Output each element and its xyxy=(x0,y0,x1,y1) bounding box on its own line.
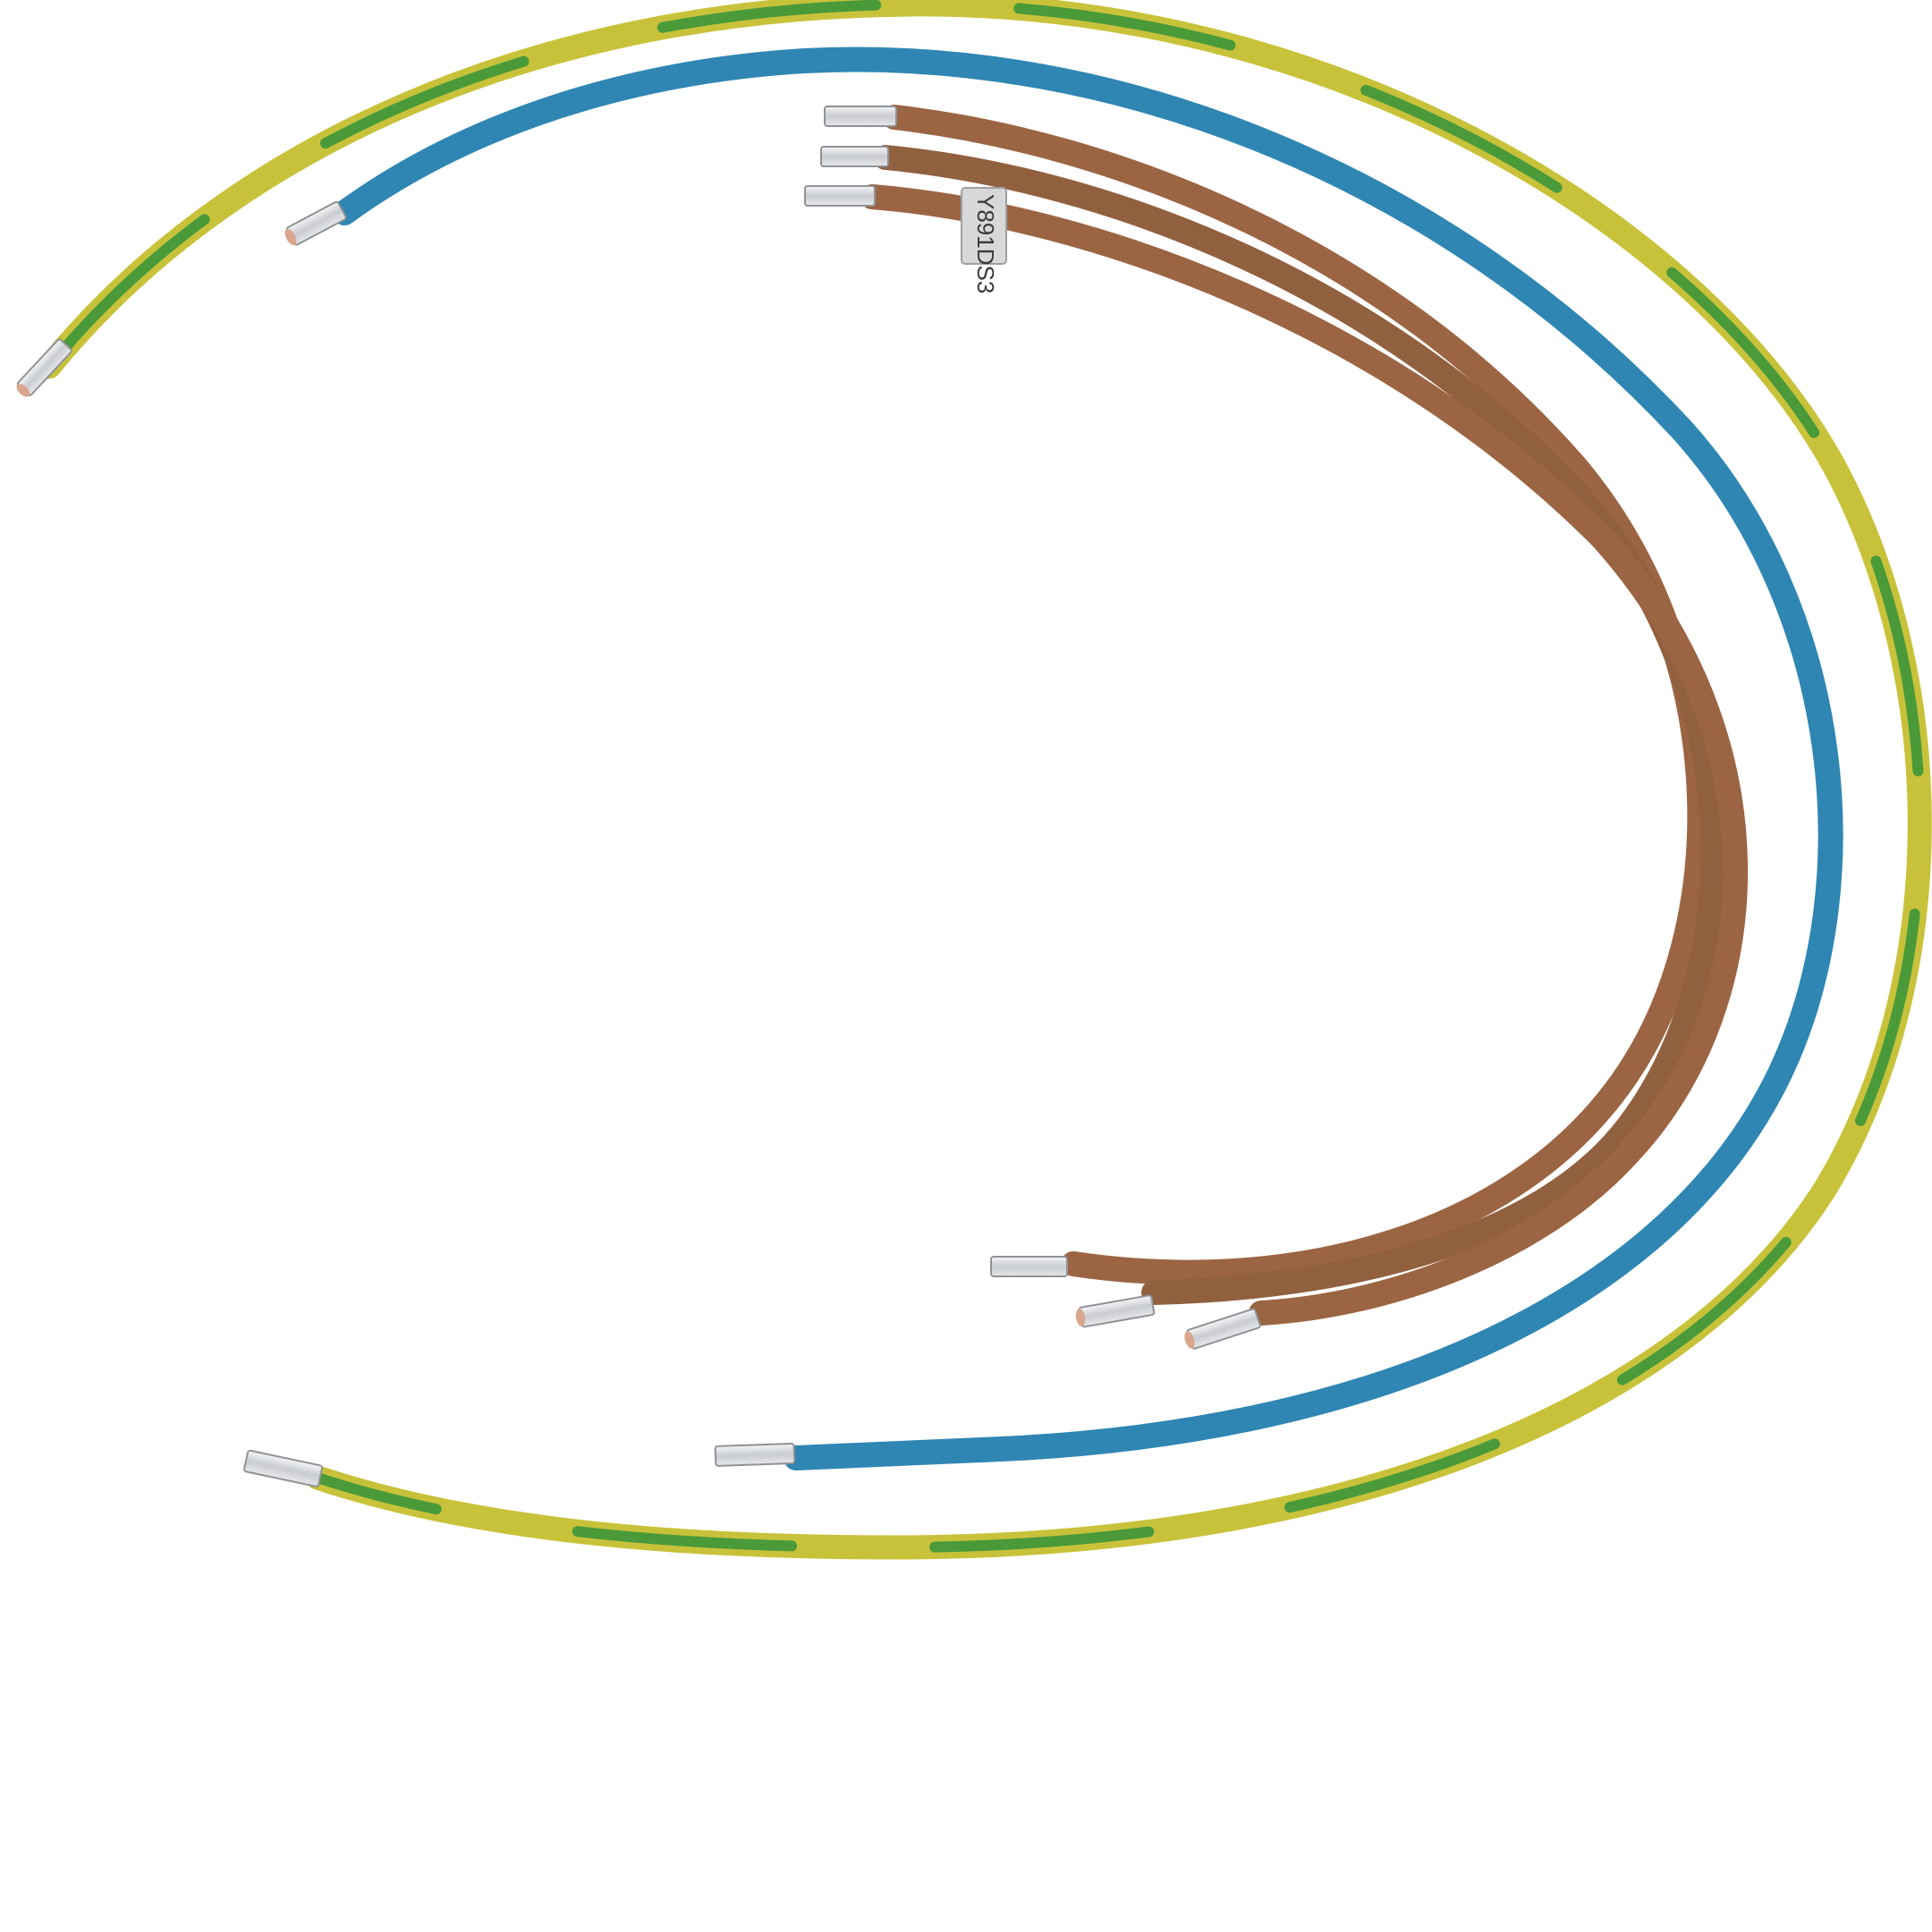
phase-wire-2-ferrule-top xyxy=(820,146,889,167)
neutral-wire-ferrule-bottom xyxy=(714,1443,796,1467)
wire-marker-tag: Y891DS3 xyxy=(961,187,1007,293)
phase-wire-3 xyxy=(860,184,1749,1326)
wire-marker-tag-text: Y891DS3 xyxy=(972,194,999,293)
phase-wire-1-ferrule-top xyxy=(824,106,897,127)
phase-wire-3-ferrule-top xyxy=(804,185,876,207)
phase-wire-3-ferrule-bottom xyxy=(1184,1308,1261,1350)
earth-wire-ferrule-top xyxy=(16,338,72,397)
neutral-wire-ferrule-top xyxy=(284,200,347,246)
earth-wire xyxy=(37,0,1932,1560)
phase-wire-2-ferrule-bottom xyxy=(1075,1294,1156,1328)
phase-wire-1-ferrule-bottom xyxy=(990,1256,1068,1277)
phase-wire-2 xyxy=(873,145,1726,1305)
neutral-wire xyxy=(332,47,1843,1470)
earth-wire-ferrule-bottom xyxy=(243,1449,324,1487)
